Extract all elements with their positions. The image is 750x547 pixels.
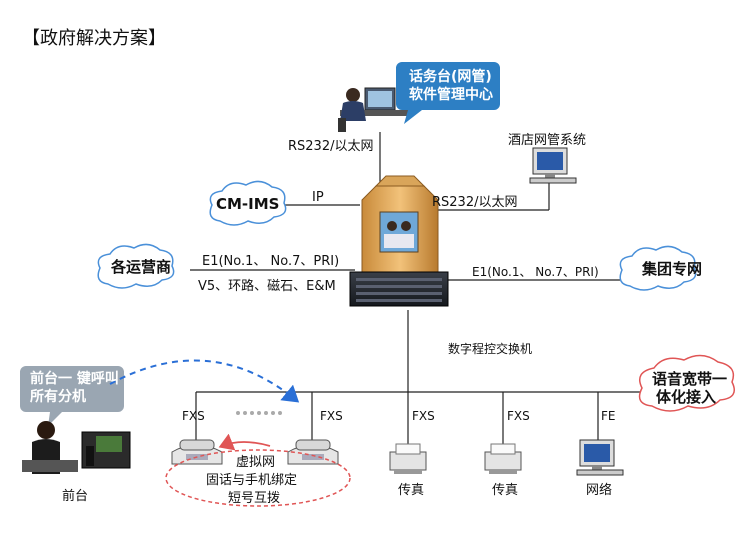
link-label-e1-left: E1(No.1、 No.7、PRI) — [202, 254, 340, 269]
cloud-group-network — [619, 245, 697, 291]
port-label-fxs4: FXS — [507, 409, 530, 423]
virtual-net-line3: 短号互拨 — [228, 491, 281, 506]
console-bubble — [396, 62, 500, 124]
port-label-fxs2: FXS — [320, 409, 343, 423]
console-bubble-line2: 软件管理中心 — [409, 87, 493, 103]
cloud-label-cm-ims: CM-IMS — [216, 195, 280, 213]
reception-illustration — [22, 421, 131, 474]
link-label-rs232-right: RS232/以太网 — [432, 195, 518, 210]
console-bubble-line1: 话务台(网管) — [409, 69, 492, 85]
cloud-label-voice-broadband-2: 体化接入 — [656, 388, 717, 406]
port-label-fxs1: FXS — [182, 409, 205, 423]
virtual-net-line2: 固话与手机绑定 — [206, 473, 298, 488]
hotel-computer-icon — [529, 147, 577, 184]
reception-label: 前台 — [62, 489, 89, 504]
network-computer-icon — [576, 439, 624, 476]
reception-bubble-line2: 所有分机 — [30, 389, 86, 405]
hotel-nms-label: 酒店网管系统 — [508, 133, 587, 148]
link-label-v5: V5、环路、磁石、E&M — [198, 279, 336, 294]
virtual-net-arrow — [218, 433, 271, 451]
broadcast-arrow — [109, 359, 300, 403]
cloud-voice-broadband — [638, 354, 735, 412]
cloud-operators — [97, 243, 175, 289]
device-label-network: 网络 — [586, 483, 613, 498]
cloud-label-operators: 各运营商 — [111, 258, 172, 276]
device-label-fax2: 传真 — [492, 483, 519, 498]
fax-machine-2 — [484, 443, 522, 474]
switch-chassis — [349, 271, 449, 307]
link-label-e1-right: E1(No.1、 No.7、PRI) — [472, 265, 599, 279]
port-label-fxs3: FXS — [412, 409, 435, 423]
switch-label: 数字程控交换机 — [448, 342, 533, 356]
cloud-label-voice-broadband-1: 语音宽带一 — [652, 370, 728, 388]
virtual-net-ellipse — [165, 449, 351, 507]
cloud-cm-ims — [209, 180, 287, 226]
cloud-label-group-network: 集团专网 — [642, 260, 703, 278]
console-operator-illustration — [338, 87, 410, 132]
page-title: 【政府解决方案】 — [22, 28, 166, 49]
reception-bubble — [20, 366, 124, 426]
virtual-net-line1: 虚拟网 — [236, 455, 276, 470]
reception-bubble-line1: 前台一 键呼叫 — [30, 371, 119, 387]
link-label-ip: IP — [312, 190, 324, 205]
ellipsis-dots — [236, 411, 282, 415]
device-label-fax1: 传真 — [398, 483, 425, 498]
phone-left — [171, 439, 223, 465]
tower-building-illustration — [361, 175, 439, 297]
fax-machine-1 — [389, 443, 427, 474]
phone-right — [287, 439, 339, 465]
port-label-fe: FE — [601, 409, 616, 423]
link-label-rs232-top: RS232/以太网 — [288, 139, 374, 154]
connection-lines — [190, 132, 640, 445]
